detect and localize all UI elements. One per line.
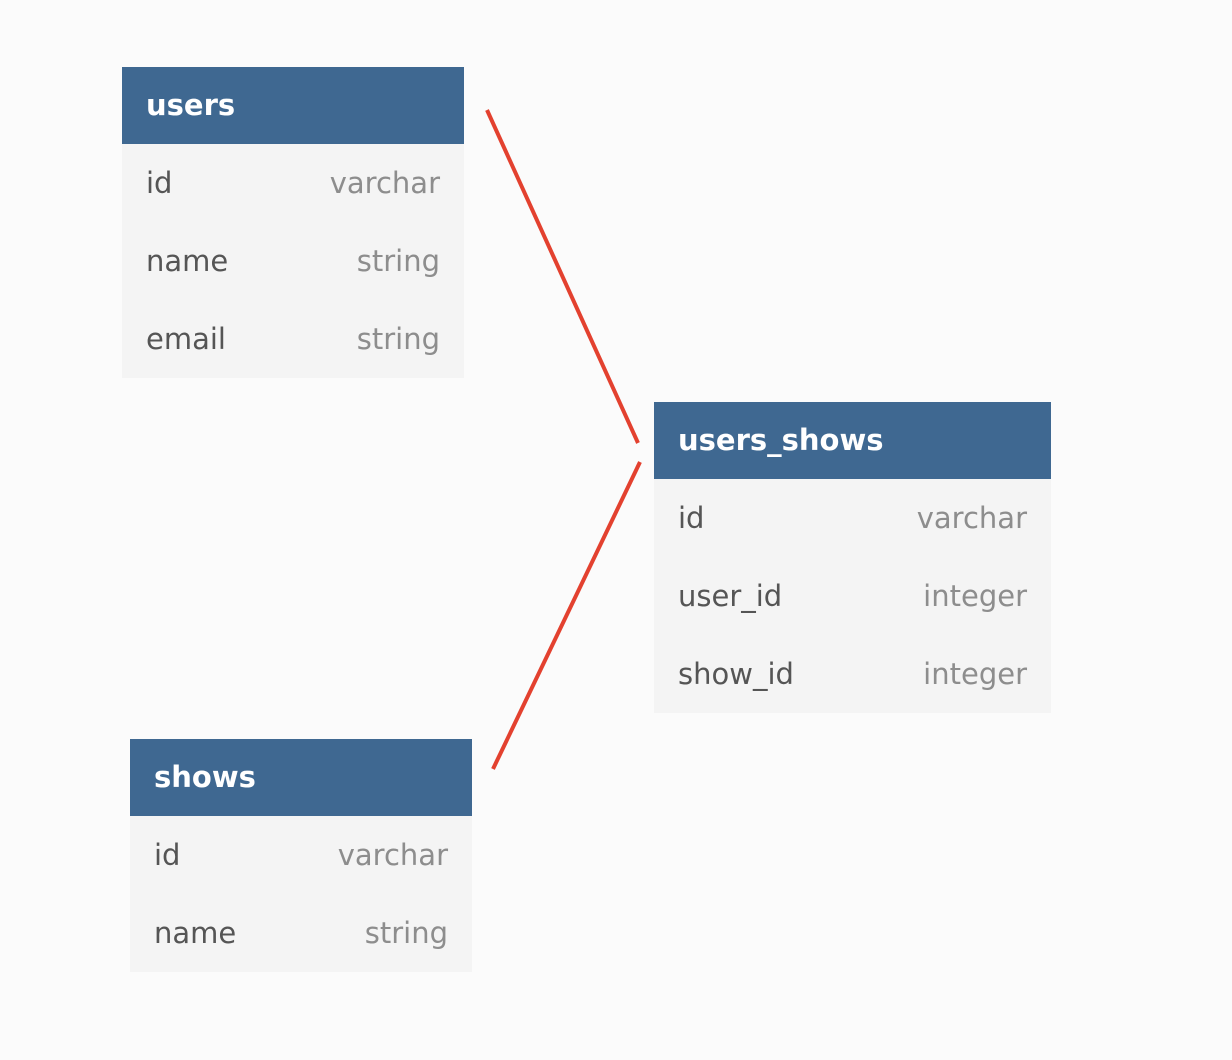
column-name: name xyxy=(146,244,229,278)
column-name: user_id xyxy=(678,579,783,613)
table-row[interactable]: user_id integer xyxy=(654,557,1051,635)
table-row[interactable]: id varchar xyxy=(654,479,1051,557)
table-row[interactable]: email string xyxy=(122,300,464,378)
column-type: varchar xyxy=(916,501,1027,535)
column-name: id xyxy=(154,838,181,872)
table-header[interactable]: users_shows xyxy=(654,402,1051,479)
column-name: email xyxy=(146,322,226,356)
column-type: string xyxy=(356,322,440,356)
table-users[interactable]: users id varchar name string email strin… xyxy=(122,67,464,378)
column-type: string xyxy=(364,916,448,950)
column-name: id xyxy=(678,501,705,535)
table-header[interactable]: shows xyxy=(130,739,472,816)
table-shows[interactable]: shows id varchar name string xyxy=(130,739,472,972)
table-row[interactable]: id varchar xyxy=(130,816,472,894)
column-type: varchar xyxy=(329,166,440,200)
column-name: name xyxy=(154,916,237,950)
column-type: integer xyxy=(923,579,1027,613)
table-row[interactable]: id varchar xyxy=(122,144,464,222)
column-type: integer xyxy=(923,657,1027,691)
relation-users-users-shows[interactable] xyxy=(485,109,640,444)
column-name: show_id xyxy=(678,657,794,691)
table-users-shows[interactable]: users_shows id varchar user_id integer s… xyxy=(654,402,1051,713)
table-header[interactable]: users xyxy=(122,67,464,144)
column-type: varchar xyxy=(337,838,448,872)
table-row[interactable]: name string xyxy=(122,222,464,300)
table-row[interactable]: name string xyxy=(130,894,472,972)
column-name: id xyxy=(146,166,173,200)
column-type: string xyxy=(356,244,440,278)
relation-shows-users-shows[interactable] xyxy=(491,461,642,770)
table-row[interactable]: show_id integer xyxy=(654,635,1051,713)
